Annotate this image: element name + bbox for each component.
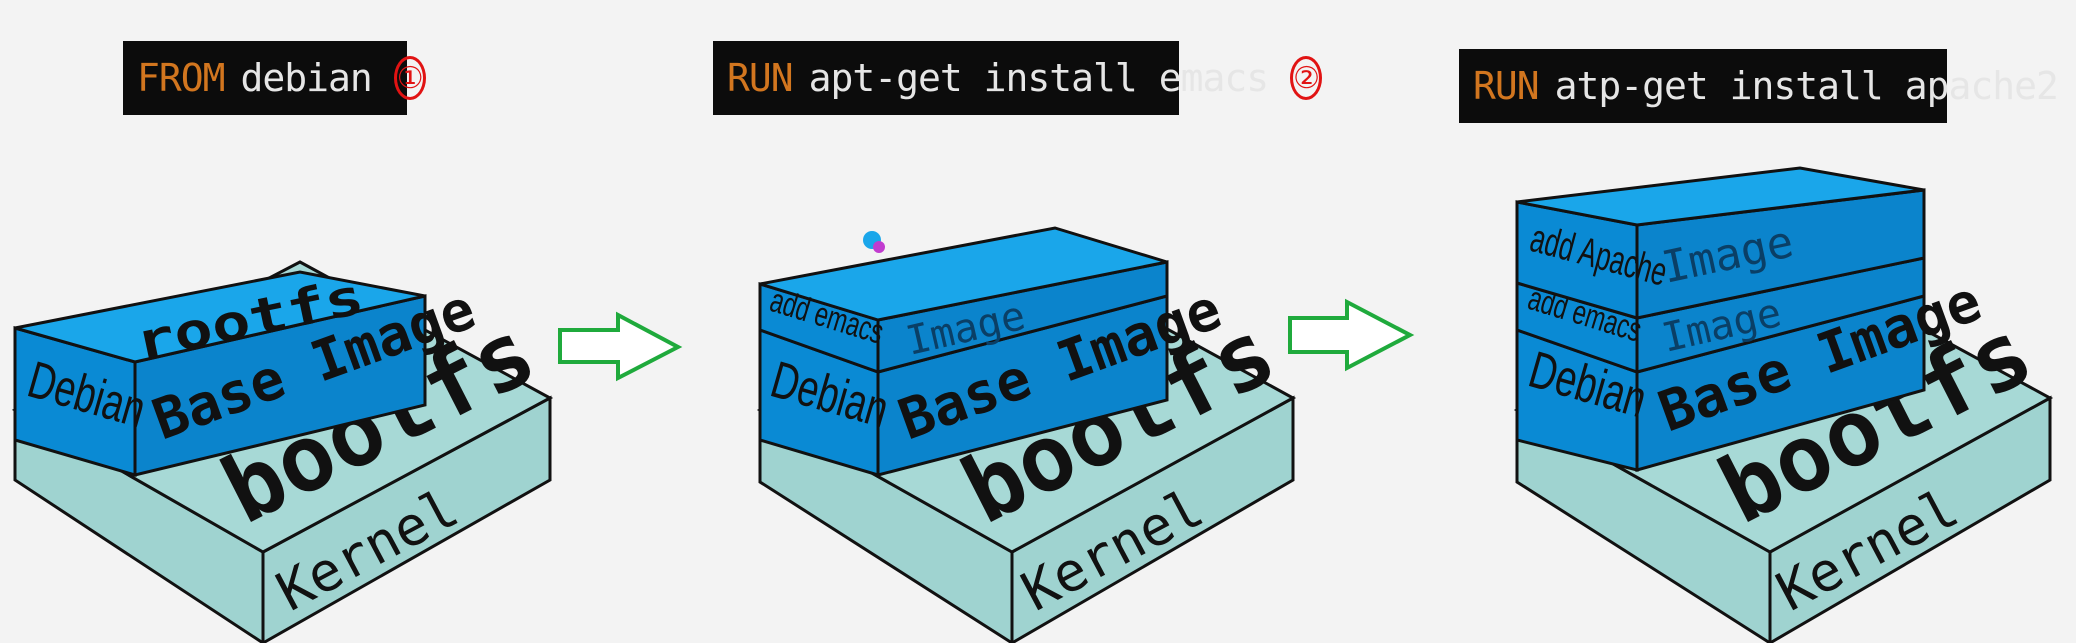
command-args: debian: [240, 56, 373, 100]
command-banner-3: RUN atp-get install apache2 ③: [1459, 49, 2059, 123]
command-keyword: RUN: [1473, 64, 1540, 108]
panel-1-stack: Kernel bootfs Debian Base Image rootfs: [11, 260, 554, 643]
command-keyword: RUN: [727, 56, 794, 100]
command-banner-2: RUN apt-get install emacs ②: [713, 41, 1322, 115]
step-number-badge: ①: [393, 56, 426, 100]
cursor-badge-icon: [863, 231, 885, 253]
arrow-right-icon: [558, 311, 683, 382]
command-banner-1: FROM debian ①: [123, 41, 426, 115]
panel-2-stack: Kernel bootfs Debian Base Image add emac…: [756, 226, 1297, 643]
arrow-right-icon: [1288, 298, 1415, 372]
command-args: apt-get install emacs: [808, 56, 1269, 100]
command-keyword: FROM: [137, 56, 226, 100]
command-args: atp-get install apache2: [1554, 64, 2059, 108]
panel-3-stack: Kernel bootfs Debian Base Image add emac…: [1513, 166, 2054, 643]
step-number-badge: ②: [1290, 56, 1322, 100]
image-layer-apache: add Apache Image: [1515, 166, 1926, 320]
